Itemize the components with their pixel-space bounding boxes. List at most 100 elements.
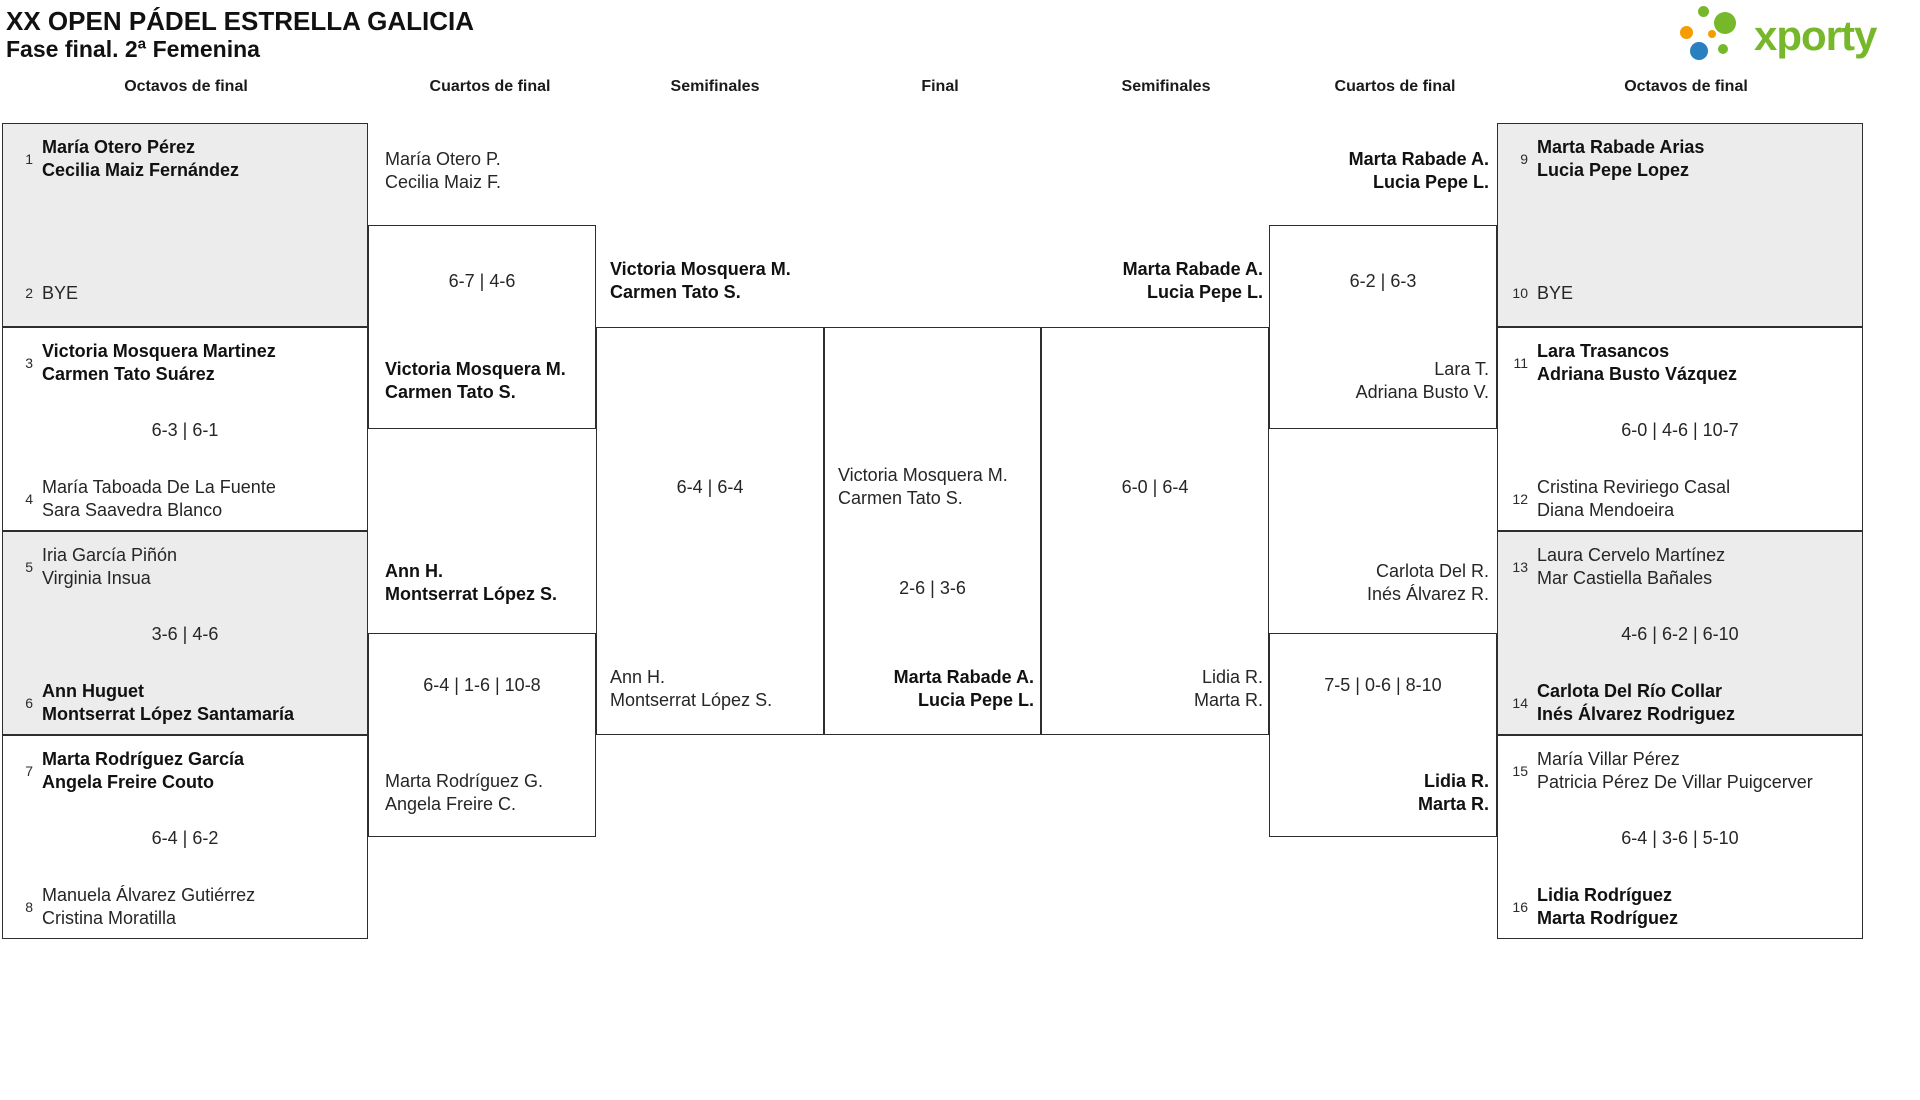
round-header: Final [921,78,959,95]
team-name: Marta Rabade A.Lucia Pepe L. [1122,259,1263,302]
round-header: Octavos de final [1624,78,1748,95]
seed-number: 4 [25,491,33,507]
team-name: Ann H.Montserrat López S. [385,561,558,604]
team-name: Lidia R.Marta R. [1417,771,1489,814]
seed-number: 16 [1512,899,1528,915]
seed-number: 13 [1512,559,1528,575]
bracket-connector-qf3 [1269,225,1497,429]
team-name: Ann H.Montserrat López S. [610,667,773,710]
team-name: BYE [1537,283,1574,303]
match-score: 7-5 | 0-6 | 8-10 [1324,675,1442,695]
round-header: Octavos de final [124,78,248,95]
match-score: 6-2 | 6-3 [1349,271,1417,291]
seed-number: 8 [25,899,33,915]
bracket-connector-qf2 [368,633,596,837]
match-score: 6-0 | 4-6 | 10-7 [1621,420,1739,440]
seed-number: 10 [1512,285,1528,301]
bracket-connector-qf4 [1269,633,1497,837]
seed-number: 15 [1512,763,1528,779]
round-header: Semifinales [670,78,760,95]
round-header: Semifinales [1121,78,1211,95]
team-name: BYE [42,283,79,303]
seed-number: 2 [25,285,33,301]
match-score: 6-0 | 6-4 [1121,477,1189,497]
page-title: XX OPEN PÁDEL ESTRELLA GALICIA [6,6,475,36]
team-name: Lara T.Adriana Busto V. [1355,359,1489,402]
team-name: Victoria Mosquera M.Carmen Tato S. [385,359,566,402]
seed-number: 9 [1520,151,1528,167]
seed-number: 3 [25,355,33,371]
team-name: Carlota Del R.Inés Álvarez R. [1366,561,1489,604]
seed-number: 7 [25,763,33,779]
seed-number: 1 [25,151,33,167]
team-name: Marta Rodríguez G.Angela Freire C. [385,771,544,814]
seed-number: 14 [1512,695,1528,711]
seed-number: 12 [1512,491,1528,507]
seed-number: 11 [1513,355,1528,371]
bracket-connector-final [824,327,1041,735]
match-score: 6-3 | 6-1 [151,420,219,440]
page-subtitle: Fase final. 2ª Femenina [6,36,260,62]
team-name: Victoria Mosquera M.Carmen Tato S. [838,465,1008,508]
match-score: 2-6 | 3-6 [899,578,966,598]
bracket-connector-qf1 [368,225,596,429]
match-score: 6-4 | 6-2 [151,828,219,848]
team-name: Marta Rabade A.Lucia Pepe L. [893,667,1034,710]
match-score: 6-4 | 1-6 | 10-8 [423,675,541,695]
team-name: Victoria Mosquera M.Carmen Tato S. [610,259,791,302]
team-name: Marta Rabade A.Lucia Pepe L. [1348,149,1489,192]
team-row: 10 BYE [1498,282,1856,305]
seed-number: 5 [25,559,33,575]
seed-number: 6 [25,695,33,711]
xporty-logo[interactable]: xporty [1678,4,1910,66]
bracket-connector-sf-right [1041,327,1269,735]
round-header: Cuartos de final [1334,78,1456,95]
match-score: 4-6 | 6-2 | 6-10 [1621,624,1739,644]
team-name: María Otero P.Cecilia Maiz F. [385,149,502,192]
match-score: 6-7 | 4-6 [448,271,516,291]
match-score: 6-4 | 6-4 [676,477,744,497]
xporty-logo-text: xporty [1754,12,1877,59]
team-row: 2 BYE [3,282,361,305]
match-score: 6-4 | 3-6 | 5-10 [1621,828,1739,848]
team-name: Lidia R.Marta R. [1193,667,1263,710]
round-header: Cuartos de final [429,78,551,95]
bracket-connector-sf-left [596,327,824,735]
